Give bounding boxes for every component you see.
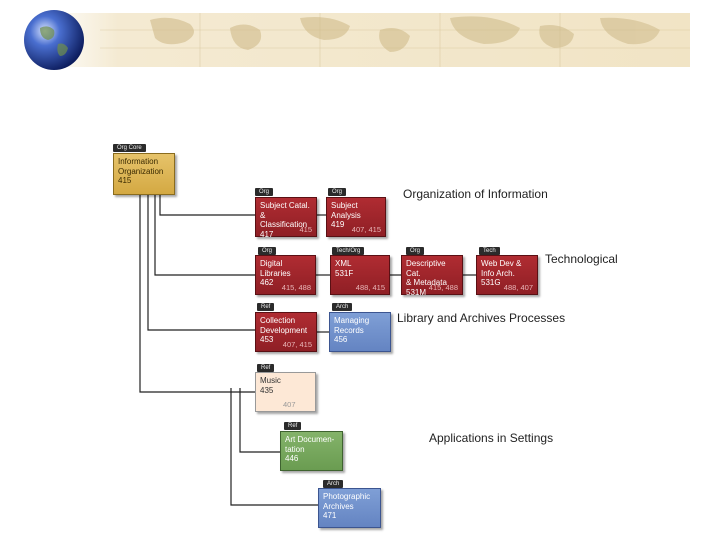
label-organization-of-information: Organization of Information bbox=[403, 187, 548, 201]
label-library-archives-processes: Library and Archives Processes bbox=[397, 311, 566, 325]
node-name: Subject Analysis bbox=[331, 201, 361, 220]
node-prerequisites: 407, 415 bbox=[351, 224, 381, 234]
node-course-number: 456 bbox=[334, 335, 348, 344]
node-course-number: 531F bbox=[335, 268, 354, 278]
node-art-documentation[interactable]: Art Documen- tation 446 bbox=[280, 431, 343, 471]
node-name: Photographic Archives bbox=[323, 492, 371, 511]
node-collection-development[interactable]: Collection Development 453 407, 415 bbox=[255, 312, 317, 352]
globe-icon bbox=[24, 10, 84, 70]
node-photographic-archives[interactable]: Photographic Archives 471 bbox=[318, 488, 381, 528]
node-tag: Ref bbox=[257, 364, 275, 372]
node-course-number: 417 bbox=[260, 229, 274, 239]
node-name: Music bbox=[260, 376, 281, 385]
node-tag: Arch bbox=[323, 480, 344, 488]
node-name: Descriptive Cat. & Metadata bbox=[406, 259, 447, 287]
node-subject-cataloging[interactable]: Subject Catal. & Classification 417 415 bbox=[255, 197, 317, 239]
node-tag: Org bbox=[328, 188, 347, 196]
node-tag: Tech/Org bbox=[332, 247, 365, 255]
node-music[interactable]: Music 435 407 bbox=[255, 372, 316, 412]
node-prerequisites: 407, 415 bbox=[282, 339, 312, 349]
node-prerequisites: 407 bbox=[283, 399, 296, 409]
node-prerequisites: 488, 415 bbox=[355, 282, 385, 292]
node-tag: Org bbox=[258, 247, 277, 255]
world-map-banner bbox=[24, 10, 690, 70]
node-name: Web Dev & Info Arch. bbox=[481, 259, 522, 278]
node-descriptive-cataloging[interactable]: Descriptive Cat. & Metadata 531M 415, 48… bbox=[401, 255, 463, 297]
node-course-number: 435 bbox=[260, 385, 274, 395]
node-course-number: 419 bbox=[331, 220, 345, 229]
node-information-organization[interactable]: Information Organization 415 bbox=[113, 153, 175, 195]
node-digital-libraries[interactable]: Digital Libraries 462 415, 488 bbox=[255, 255, 316, 295]
node-course-number: 453 bbox=[260, 335, 274, 344]
node-tag: Ref bbox=[257, 303, 275, 311]
node-course-number: 446 bbox=[285, 454, 299, 463]
node-course-number: 415 bbox=[118, 176, 132, 185]
label-technological: Technological bbox=[545, 252, 618, 266]
node-tag: Org Core bbox=[113, 144, 146, 152]
label-applications-in-settings: Applications in Settings bbox=[429, 431, 554, 445]
node-name: Art Documen- tation bbox=[285, 435, 335, 454]
node-prerequisites: 488, 407 bbox=[503, 282, 533, 292]
node-managing-records[interactable]: Managing Records 456 bbox=[329, 312, 391, 352]
node-name: XML bbox=[335, 259, 352, 268]
node-prerequisites: 415, 488 bbox=[281, 282, 311, 292]
node-name: Digital Libraries bbox=[260, 259, 291, 278]
node-web-dev-info-arch[interactable]: Web Dev & Info Arch. 531G 488, 407 bbox=[476, 255, 538, 295]
node-xml[interactable]: XML 531F 488, 415 bbox=[330, 255, 390, 295]
node-tag: Org bbox=[255, 188, 274, 196]
node-course-number: 462 bbox=[260, 278, 274, 287]
node-course-number: 471 bbox=[323, 511, 337, 520]
node-tag: Org bbox=[406, 247, 425, 255]
node-tag: Ref bbox=[284, 422, 302, 430]
node-name: Information Organization bbox=[118, 157, 164, 176]
node-prerequisites: 415 bbox=[299, 224, 312, 234]
node-tag: Arch bbox=[332, 303, 353, 311]
node-course-number: 531G bbox=[481, 278, 501, 287]
node-name: Managing Records bbox=[334, 316, 370, 335]
node-subject-analysis[interactable]: Subject Analysis 419 407, 415 bbox=[326, 197, 386, 237]
node-tag: Tech bbox=[479, 247, 500, 255]
node-course-number: 531M bbox=[406, 287, 427, 297]
node-name: Subject Catal. & Classification bbox=[260, 201, 310, 229]
node-prerequisites: 415, 488 bbox=[428, 282, 458, 292]
node-name: Collection Development bbox=[260, 316, 308, 335]
